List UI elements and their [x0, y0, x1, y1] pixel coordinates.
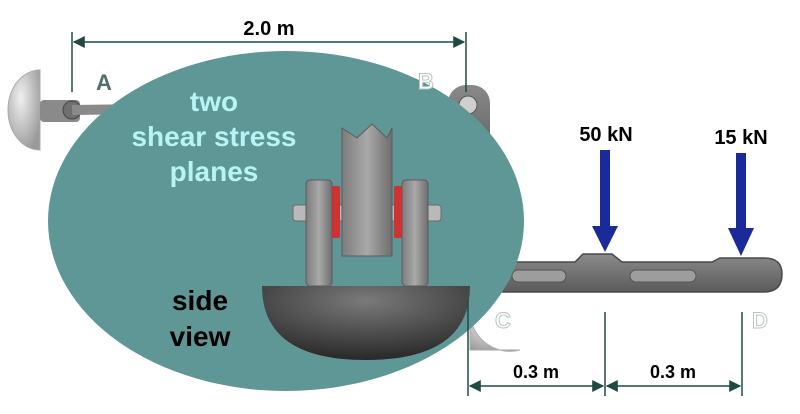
caption-line-1: side — [172, 285, 228, 316]
point-label-b: B — [418, 69, 434, 94]
beam-cd — [469, 253, 783, 293]
callout-title-line-1: two — [190, 86, 238, 117]
load-50kn-arrowhead — [592, 226, 618, 252]
dimension-bottom-left-label: 0.3 m — [513, 362, 559, 382]
callout-title-line-2: shear stress — [131, 121, 296, 152]
callout-title-line-3: planes — [170, 156, 259, 187]
load-15kn: 15 kN — [714, 127, 768, 256]
support-a — [7, 69, 82, 151]
dimension-bottom: 0.3 m 0.3 m — [467, 300, 743, 396]
point-label-c: C — [495, 308, 511, 333]
load-50kn-label: 50 kN — [579, 124, 632, 146]
callout-title: two shear stress planes — [131, 86, 296, 187]
load-15kn-arrowhead — [728, 228, 754, 256]
dimension-bottom-right-label: 0.3 m — [650, 362, 696, 382]
side-view-illustration — [262, 123, 470, 360]
point-label-a: A — [96, 70, 112, 95]
point-label-d: D — [752, 308, 768, 333]
callout-caption: side view — [170, 285, 231, 352]
caption-line-2: view — [170, 321, 231, 352]
load-50kn: 50 kN — [579, 124, 633, 252]
dimension-top-label: 2.0 m — [243, 18, 294, 40]
dimension-top: 2.0 m — [71, 18, 467, 92]
load-15kn-label: 15 kN — [714, 127, 767, 149]
